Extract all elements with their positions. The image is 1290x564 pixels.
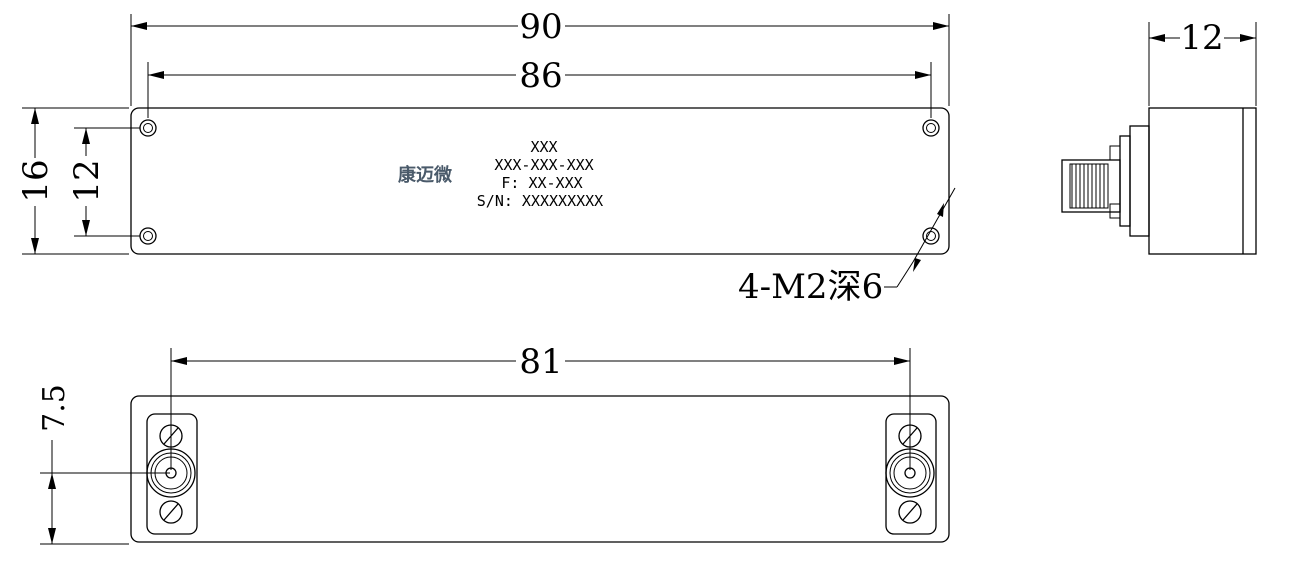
mounting-hole-bottom-right — [922, 227, 940, 245]
bottom-view: 81 7.5 — [37, 342, 950, 545]
brand-logo: 康迈微 — [398, 164, 452, 186]
label-line-1: XXX — [530, 138, 557, 156]
front-view: 康迈微 XXX XXX-XXX-XXX F: XX-XXX S/N: XXXXX… — [16, 7, 956, 307]
dimension-12-depth-text: 12 — [1180, 18, 1223, 58]
dimension-90-text: 90 — [519, 7, 562, 47]
dimension-86: 86 — [147, 56, 932, 118]
dimension-81-text: 81 — [519, 342, 562, 382]
bottom-body — [130, 395, 950, 543]
side-body — [1148, 107, 1257, 255]
hole-callout-leader: 4-M2深6 — [738, 187, 956, 307]
front-body — [130, 107, 950, 255]
label-line-4: S/N: XXXXXXXXX — [477, 192, 603, 210]
connector-thread — [1071, 164, 1105, 208]
label-line-2: XXX-XXX-XXX — [494, 156, 593, 174]
connector-left — [146, 413, 198, 535]
label-line-3: F: XX-XXX — [501, 174, 582, 192]
dimension-90: 90 — [130, 7, 950, 106]
mounting-hole-top-right — [922, 119, 940, 137]
mounting-hole-top-left — [139, 119, 157, 137]
dimension-12-height: 12 — [67, 127, 140, 237]
connector-flange — [1129, 125, 1150, 237]
dimension-86-text: 86 — [519, 56, 562, 96]
mounting-hole-bottom-left — [139, 227, 157, 245]
dimension-12-height-text: 12 — [67, 159, 107, 202]
connector-right — [885, 413, 937, 535]
dimension-16: 16 — [16, 107, 129, 255]
connector-barrel — [1061, 159, 1121, 213]
hole-callout-text: 4-M2深6 — [738, 267, 883, 307]
dimension-7-5-text: 7.5 — [37, 384, 72, 432]
dimension-16-text: 16 — [16, 159, 56, 202]
side-view: 12 — [1061, 18, 1257, 255]
